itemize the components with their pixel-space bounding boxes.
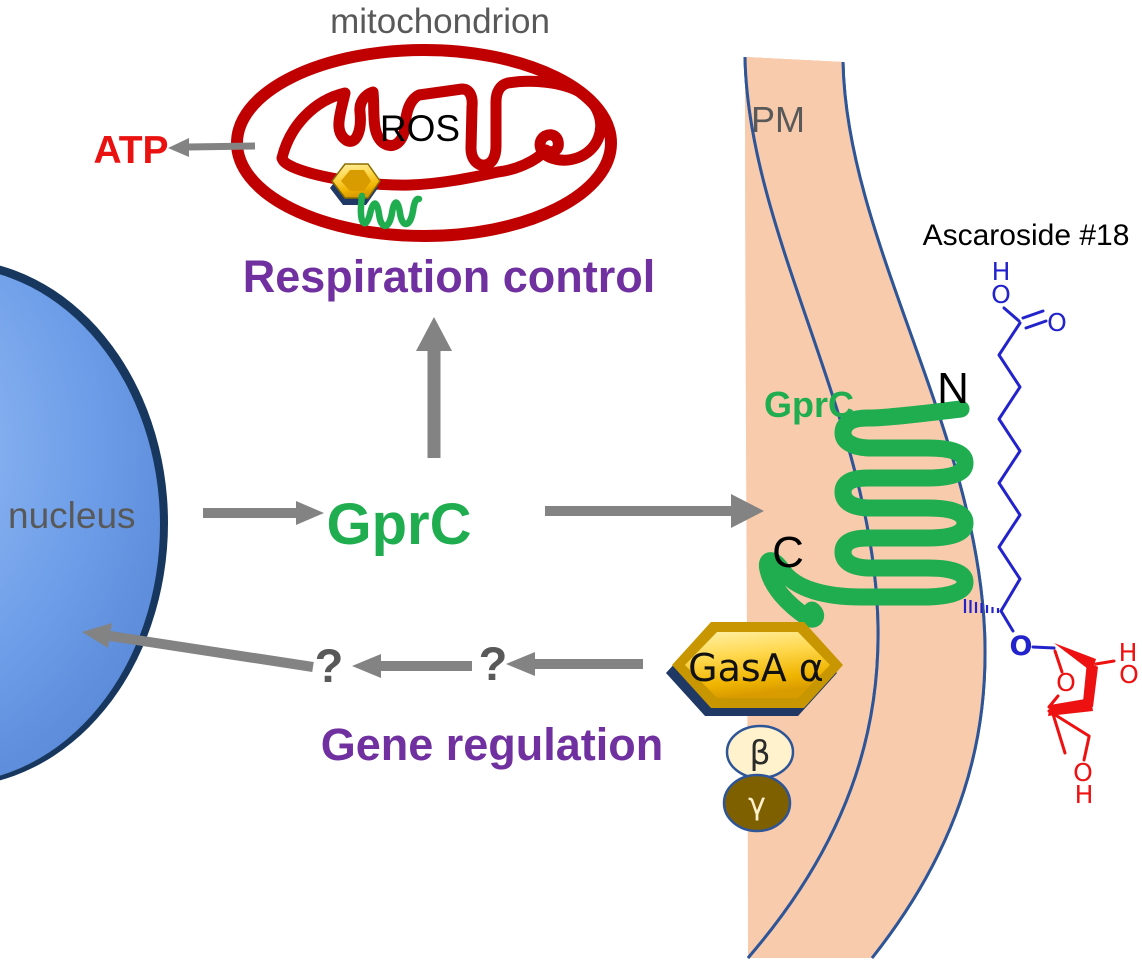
gene-regulation-label: Gene regulation xyxy=(321,719,664,770)
gasa-to-question2-arrow xyxy=(506,652,643,676)
acid-o-atom: O xyxy=(991,280,1011,309)
question2-to-question1-head xyxy=(352,654,381,678)
question1-to-nucleus-shaft xyxy=(109,631,314,672)
wedge-c2-c3 xyxy=(1083,661,1098,707)
ascaroside-title: Ascaroside #18 xyxy=(923,219,1130,252)
mito-hexagon-inner xyxy=(341,170,371,191)
bond-c4-oh xyxy=(1082,735,1091,762)
mitochondrion: ROS xyxy=(231,44,617,242)
ascarylose-ring: H O O O H xyxy=(1047,638,1139,809)
nucleus: nucleus xyxy=(0,265,168,781)
nucleus-label: nucleus xyxy=(8,495,136,536)
pm-label: PM xyxy=(751,99,805,140)
wedge-c3-c5 xyxy=(1048,698,1093,716)
gprc-to-receptor-head xyxy=(731,494,764,528)
nucleus-to-gprc-arrow xyxy=(203,501,324,525)
right-oh-h-atom: H xyxy=(1119,638,1138,667)
bond-c2-oh xyxy=(1094,659,1116,666)
stereo-hash-wedge xyxy=(963,599,1000,613)
atp-arrow-head xyxy=(168,138,189,157)
gasa-to-question2-head xyxy=(506,652,535,676)
gasa-hexagon-inner xyxy=(685,632,830,698)
carbonyl-bond-1 xyxy=(1021,309,1045,320)
mito-gprc-squiggle xyxy=(357,192,423,230)
c-terminus-label: C xyxy=(772,528,804,577)
ether-o-atom: O xyxy=(1010,631,1033,662)
nucleus-to-gprc-head xyxy=(296,501,324,525)
mitochondrion-cristae xyxy=(276,75,607,191)
gasa-alpha-label: GasA α xyxy=(688,646,824,690)
wedge-c1-c2 xyxy=(1054,643,1096,672)
ether-bond-1 xyxy=(999,609,1015,633)
beta-subunit: β xyxy=(725,724,795,780)
atp-arrow-shaft xyxy=(187,142,256,151)
question1-to-nucleus-head xyxy=(82,623,112,648)
bond-ringo-c5 xyxy=(1047,694,1060,709)
alkyl-chain xyxy=(997,321,1022,613)
carbonyl-o-atom: O xyxy=(1047,308,1067,337)
gprc-to-receptor-arrow xyxy=(545,494,764,528)
question2-to-question1-arrow xyxy=(352,654,472,678)
respiration-arrow xyxy=(416,317,452,458)
ascaroside-structure: H O O O H O O xyxy=(963,257,1139,809)
ros-label: ROS xyxy=(380,108,460,149)
acid-h-atom: H xyxy=(992,257,1011,286)
mito-gprc-hexagon xyxy=(330,163,381,205)
gprc-central-label: GprC xyxy=(327,492,472,557)
bond-c5-methyl xyxy=(1051,712,1067,755)
n-terminus-label: N xyxy=(937,364,969,413)
ether-bond-2 xyxy=(1031,645,1056,650)
bond-c1-ringo xyxy=(1053,649,1064,674)
right-oh-o-atom: O xyxy=(1119,660,1139,689)
mitochondrion-label: mitochondrion xyxy=(330,2,550,41)
atp-arrow xyxy=(168,138,256,157)
gasa-alpha-subunit: GasA α xyxy=(666,622,843,716)
question-mark-1: ? xyxy=(315,639,344,692)
respiration-arrow-head xyxy=(416,317,452,351)
acid-bond xyxy=(1002,306,1021,323)
bond-c5-c4 xyxy=(1047,709,1091,738)
gprc-receptor-label: GprC xyxy=(764,384,854,425)
ring-o-atom: O xyxy=(1056,668,1076,697)
gamma-subunit: γ xyxy=(722,773,792,833)
respiration-control-label: Respiration control xyxy=(243,251,656,302)
bottom-oh-h-atom: H xyxy=(1075,780,1094,809)
bottom-oh-o-atom: O xyxy=(1073,758,1093,787)
atp-label: ATP xyxy=(93,129,168,172)
question-mark-2: ? xyxy=(479,637,508,690)
gamma-label: γ xyxy=(748,787,766,822)
carbonyl-bond-2 xyxy=(1024,319,1048,330)
beta-label: β xyxy=(749,733,770,772)
nucleus-body xyxy=(0,274,160,776)
question1-to-nucleus-arrow xyxy=(82,623,314,672)
gamma-circle xyxy=(722,773,792,833)
gprc-receptor-serpentine xyxy=(758,400,974,628)
